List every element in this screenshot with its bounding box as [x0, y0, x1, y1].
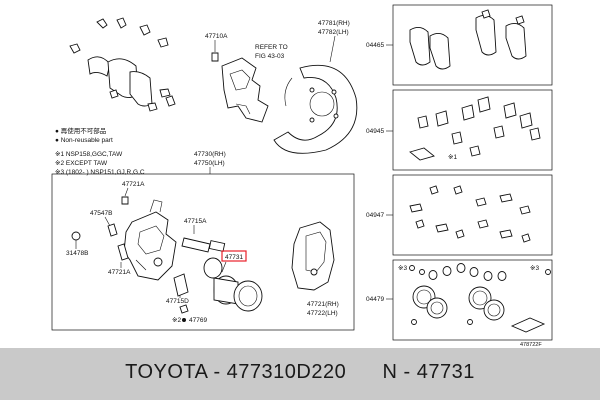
label-mark3-right: ※3 [530, 265, 539, 272]
label-47722-lh: 47722(LH) [307, 310, 338, 317]
label-04479: 04479 [366, 296, 384, 303]
legend-line-2: ● Non-reusable part [55, 137, 113, 144]
label-47730-rh: 47730(RH) [194, 151, 226, 158]
legend-line-4: ※2 EXCEPT TAW [55, 160, 108, 167]
legend: ● 再使用不可部品 ● Non-reusable part ※1 NSP158,… [55, 126, 145, 176]
parts-diagram: ● 再使用不可部品 ● Non-reusable part ※1 NSP158,… [51, 4, 553, 348]
label-31478b: 31478B [66, 250, 88, 257]
kit-04479-seals [409, 263, 551, 333]
kit-04947-clips [409, 185, 531, 243]
label-04947: 04947 [366, 212, 384, 219]
footer-bar: TOYOTA - 477310D220 N - 47731 [0, 348, 600, 400]
kit-box-04479 [392, 259, 553, 341]
label-47710a: 47710A [205, 33, 228, 40]
slide-pin-47715a [181, 237, 226, 253]
label-fig-43-03: FIG 43-03 [255, 53, 285, 60]
label-04945: 04945 [366, 128, 384, 135]
label-47731: 47731 [225, 254, 243, 261]
label-47769: 47769 [189, 317, 207, 324]
label-refer-to: REFER TO [255, 44, 288, 51]
label-mark1: ※1 [448, 154, 457, 161]
caliper-half-47721 [291, 221, 335, 291]
label-mark2-47769: ※2 [172, 317, 181, 324]
kit-box-04465 [392, 4, 553, 86]
label-47781-rh: 47781(RH) [318, 20, 350, 27]
kit-box-04947 [392, 174, 553, 256]
kit-box-04945 [392, 89, 553, 171]
caliper-mount-bracket [221, 57, 269, 123]
dust-shield [273, 64, 358, 154]
piston-47731 [203, 257, 263, 312]
figure-number: 478722F [520, 342, 542, 348]
label-47721a-top: 47721A [122, 181, 145, 188]
legend-line-5: ※3 (1802- ) NSP151,GJ,R,G,C [55, 169, 145, 176]
legend-line-1: ● 再使用不可部品 [55, 126, 106, 135]
caliper-body [123, 199, 177, 281]
label-47721-rh: 47721(RH) [307, 301, 339, 308]
part-number-caption: TOYOTA - 477310D220 N - 47731 [125, 361, 475, 383]
caliper-assembly-frame [51, 173, 355, 331]
legend-line-3: ※1 NSP158,GGC,TAW [55, 151, 123, 158]
label-47750-lh: 47750(LH) [194, 160, 225, 167]
label-47715a: 47715A [184, 218, 207, 225]
label-47715d: 47715D [166, 298, 189, 305]
pad-clips-group [69, 17, 176, 112]
label-04465: 04465 [366, 42, 384, 49]
kit-04945-shims [409, 96, 541, 161]
label-mark3-left: ※3 [398, 265, 407, 272]
label-47782-lh: 47782(LH) [318, 29, 349, 36]
label-47721a-bottom: 47721A [108, 269, 131, 276]
label-47547b: 47547B [90, 210, 112, 217]
kit-04465-pads [409, 9, 527, 70]
highlight-box-47731: 47731 [221, 250, 247, 262]
